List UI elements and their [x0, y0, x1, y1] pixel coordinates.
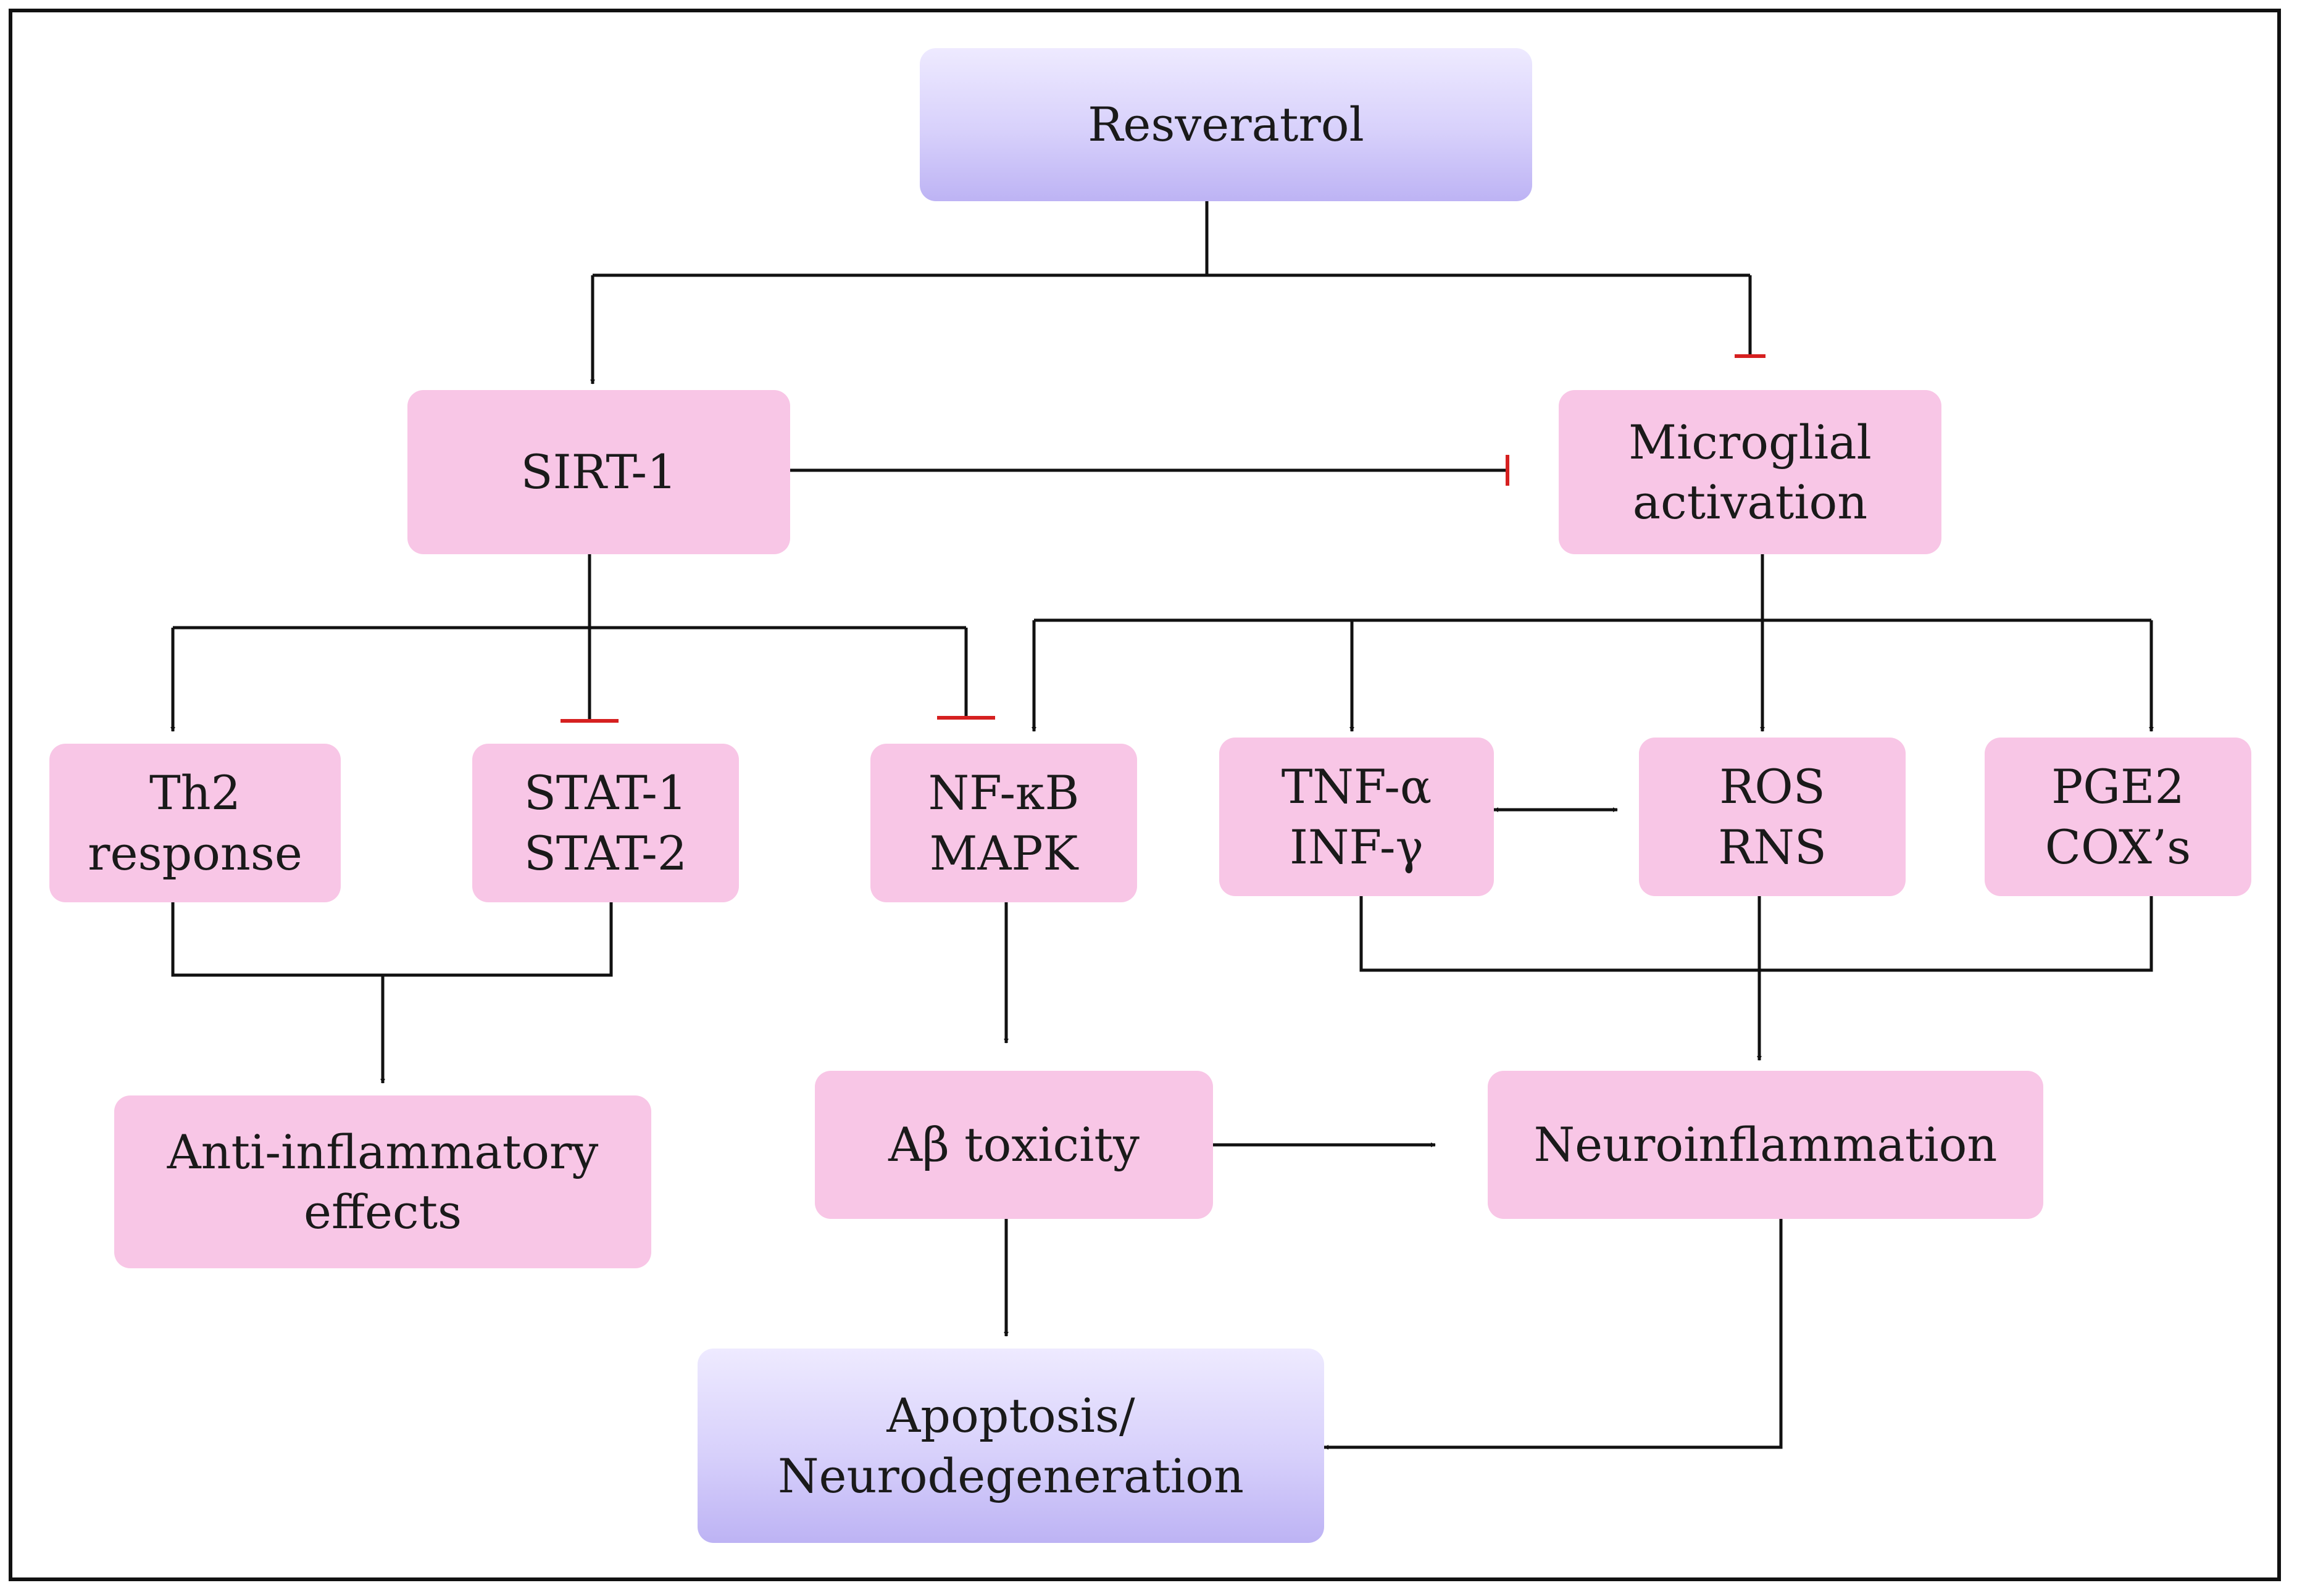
node-abeta-toxicity: Aβ toxicity	[815, 1071, 1213, 1219]
node-microglial-activation-label: Microglial activation	[1628, 414, 1872, 530]
node-sirt1: SIRT-1	[407, 390, 790, 554]
node-apoptosis-neurodegeneration-label: Apoptosis/ Neurodegeneration	[778, 1388, 1244, 1503]
node-sirt1-label: SIRT-1	[520, 444, 677, 500]
edge-microglial-branch	[1034, 554, 2151, 622]
node-ros-rns-label: ROS RNS	[1718, 759, 1827, 875]
node-pge2-cox-label: PGE2 COX’s	[2045, 759, 2191, 875]
edge-neuroinflammation-to-apoptosis	[1324, 1219, 1783, 1450]
node-abeta-toxicity-label: Aβ toxicity	[888, 1117, 1140, 1173]
node-tnf-inf-label: TNF-α INF-γ	[1281, 759, 1432, 875]
node-anti-inflammatory: Anti-inflammatory effects	[114, 1095, 651, 1268]
node-stat: STAT-1 STAT-2	[472, 744, 739, 902]
node-nfkb-mapk-label: NF-κB MAPK	[928, 765, 1080, 881]
edge-sirt1-branch	[173, 554, 968, 722]
node-th2-response-label: Th2 response	[88, 765, 302, 881]
node-th2-response: Th2 response	[49, 744, 341, 902]
diagram-frame	[9, 9, 2281, 1581]
node-resveratrol: Resveratrol	[920, 48, 1532, 201]
node-apoptosis-neurodegeneration: Apoptosis/ Neurodegeneration	[698, 1349, 1324, 1543]
node-ros-rns: ROS RNS	[1639, 738, 1906, 896]
node-resveratrol-label: Resveratrol	[1088, 97, 1364, 152]
node-pge2-cox: PGE2 COX’s	[1985, 738, 2251, 896]
edge-tnf-pge2-merge	[1359, 896, 2153, 972]
edge-th2-stat-merge	[171, 902, 613, 977]
edge-resveratrol-split	[593, 201, 1750, 277]
node-microglial-activation: Microglial activation	[1559, 390, 1941, 554]
node-neuroinflammation: Neuroinflammation	[1488, 1071, 2043, 1219]
node-tnf-inf: TNF-α INF-γ	[1219, 738, 1494, 896]
node-nfkb-mapk: NF-κB MAPK	[870, 744, 1137, 902]
node-stat-label: STAT-1 STAT-2	[523, 765, 688, 881]
node-neuroinflammation-label: Neuroinflammation	[1533, 1117, 1998, 1173]
node-anti-inflammatory-label: Anti-inflammatory effects	[167, 1124, 599, 1239]
